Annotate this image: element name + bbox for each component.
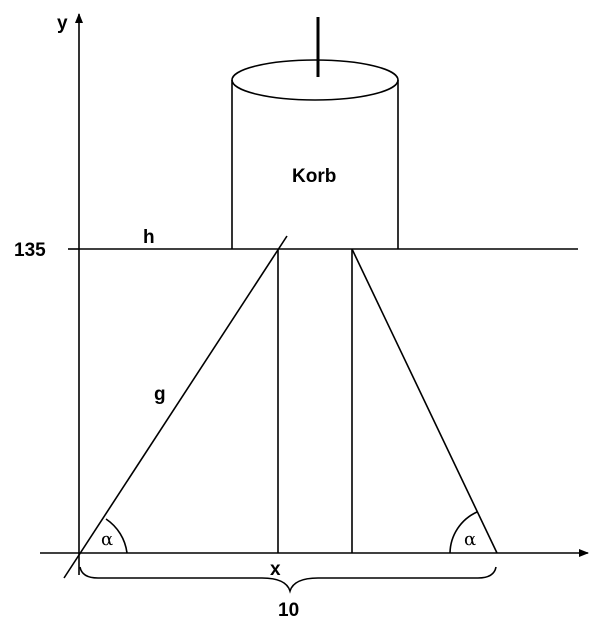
basket-top-ellipse (231, 59, 399, 101)
angle-arc-left (105, 518, 128, 554)
right-slant-line (351, 248, 498, 554)
x-label: x (270, 559, 281, 580)
base-width-brace (79, 566, 497, 594)
angle-label-right: α (464, 529, 476, 550)
angle-label-left: α (101, 529, 113, 550)
basket-cylinder (231, 17, 399, 249)
basket-label: Korb (292, 166, 336, 187)
g-line (63, 235, 288, 579)
angle-arc-right (449, 511, 478, 554)
height-value-label: 135 (14, 240, 46, 261)
y-axis-label: y (57, 13, 68, 34)
h-label: h (143, 227, 155, 248)
base-width-label: 10 (278, 600, 299, 621)
g-label: g (154, 384, 166, 405)
